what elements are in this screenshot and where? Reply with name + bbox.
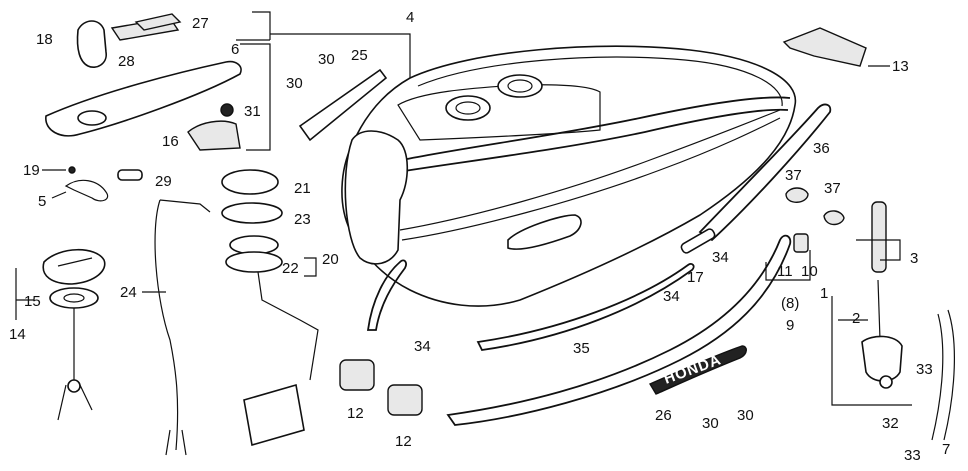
bracket-16 — [187, 120, 241, 151]
label-12b: 12 — [395, 433, 412, 450]
label-34a: 34 — [414, 338, 431, 355]
label-34c: 34 — [712, 249, 729, 266]
label-18: 18 — [36, 31, 53, 48]
label-15: 15 — [24, 293, 41, 310]
nut-31 — [220, 103, 234, 117]
label-8: (8) — [781, 295, 799, 312]
label-11: 11 — [777, 263, 793, 280]
fuel-valve — [861, 201, 903, 389]
label-26: 26 — [655, 407, 672, 424]
cap-37b — [823, 210, 845, 226]
label-37b: 37 — [824, 180, 841, 197]
label-33a: 33 — [916, 361, 933, 378]
fuel-gauge-unit — [221, 169, 319, 447]
label-35: 35 — [573, 340, 590, 357]
label-33b: 33 — [904, 447, 921, 464]
label-7: 7 — [942, 441, 950, 458]
hinge-spring-5 — [64, 179, 109, 202]
label-10: 10 — [801, 263, 818, 280]
key-lock — [76, 20, 107, 68]
stay-25 — [298, 68, 388, 142]
hose-17 — [680, 228, 716, 254]
label-20: 20 — [322, 251, 339, 268]
fuel-tank — [341, 45, 797, 307]
label-6: 6 — [231, 41, 239, 58]
label-21: 21 — [294, 180, 311, 197]
cover-13 — [782, 27, 867, 67]
label-16: 16 — [162, 133, 179, 150]
label-13: 13 — [892, 58, 909, 75]
label-31: 31 — [244, 103, 261, 120]
bracket-10 — [793, 233, 809, 253]
label-19: 19 — [23, 162, 40, 179]
label-30b: 30 — [318, 51, 335, 68]
cap-37a — [785, 187, 809, 203]
label-24: 24 — [120, 284, 137, 301]
emblem-text: HONDA — [662, 351, 724, 387]
trim-strip-lower — [446, 234, 792, 426]
label-30a: 30 — [286, 75, 303, 92]
label-34b: 34 — [663, 288, 680, 305]
label-5: 5 — [38, 193, 46, 210]
label-22: 22 — [282, 260, 299, 277]
label-28: 28 — [118, 53, 135, 70]
damper-12b — [387, 384, 423, 416]
label-30d: 30 — [737, 407, 754, 424]
label-1: 1 — [820, 285, 828, 302]
trim-strip-36 — [698, 103, 832, 242]
label-12a: 12 — [347, 405, 364, 422]
label-17: 17 — [687, 269, 704, 286]
pad-29 — [117, 169, 143, 181]
label-9: 9 — [786, 317, 794, 334]
leader-lines — [15, 11, 912, 406]
label-32: 32 — [882, 415, 899, 432]
label-14: 14 — [9, 326, 26, 343]
label-25: 25 — [351, 47, 368, 64]
label-27: 27 — [192, 15, 209, 32]
sender-cable-24 — [154, 199, 179, 451]
label-3: 3 — [910, 250, 918, 267]
tube-35 — [476, 263, 695, 351]
label-29: 29 — [155, 173, 172, 190]
label-37a: 37 — [785, 167, 802, 184]
damper-12a — [339, 359, 375, 391]
label-2: 2 — [852, 310, 860, 327]
label-23: 23 — [294, 211, 311, 228]
part-labels: 1 2 3 4 5 6 7 (8) 9 10 11 12 12 13 14 15… — [9, 9, 950, 464]
fuel-cap — [42, 249, 106, 421]
label-36: 36 — [813, 140, 830, 157]
trim-strip-left — [366, 259, 407, 331]
fuel-line-7 — [943, 309, 955, 441]
label-4: 4 — [406, 9, 414, 26]
key-badge-27 — [134, 13, 182, 31]
label-30c: 30 — [702, 415, 719, 432]
